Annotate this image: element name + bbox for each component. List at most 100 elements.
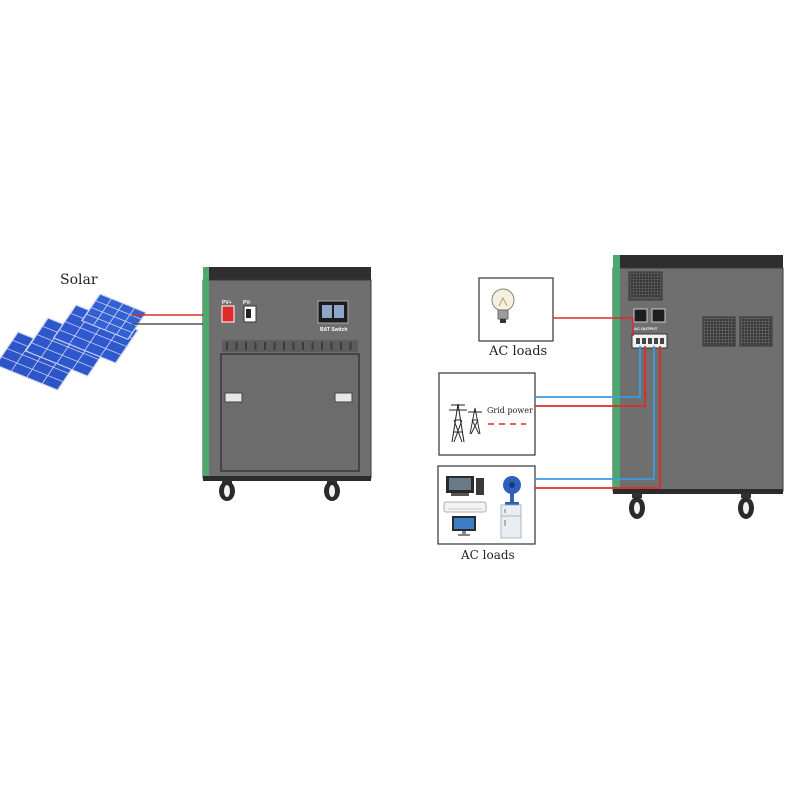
grille-hole	[640, 280, 642, 282]
side-fan	[702, 316, 736, 347]
grille-hole	[726, 325, 728, 327]
grille-hole	[643, 277, 645, 279]
grille-hole	[637, 289, 639, 291]
fan-icon	[503, 476, 521, 505]
grille-hole	[751, 322, 753, 324]
grille-hole	[757, 334, 759, 336]
grille-hole	[751, 319, 753, 321]
load-blue-wire	[535, 346, 655, 480]
grille-hole	[634, 292, 636, 294]
grille-hole	[766, 325, 768, 327]
grille-hole	[646, 286, 648, 288]
grille-hole	[708, 340, 710, 342]
grille-hole	[711, 328, 713, 330]
grille-hole	[711, 322, 713, 324]
grille-hole	[705, 322, 707, 324]
grille-hole	[757, 343, 759, 345]
grille-hole	[711, 319, 713, 321]
desktop-computer-icon	[446, 476, 484, 496]
grille-hole	[652, 295, 654, 297]
grille-hole	[754, 322, 756, 324]
vent-slot	[226, 342, 228, 350]
grille-hole	[705, 337, 707, 339]
grille-hole	[649, 292, 651, 294]
grille-hole	[646, 292, 648, 294]
grille-hole	[726, 334, 728, 336]
grille-hole	[732, 340, 734, 342]
grille-hole	[652, 283, 654, 285]
grille-hole	[754, 325, 756, 327]
grille-hole	[766, 334, 768, 336]
grille-hole	[717, 325, 719, 327]
grille-hole	[658, 277, 660, 279]
grille-hole	[742, 331, 744, 333]
grille-hole	[652, 280, 654, 282]
grille-hole	[742, 319, 744, 321]
grille-hole	[655, 292, 657, 294]
grille-hole	[705, 325, 707, 327]
grille-hole	[649, 283, 651, 285]
grille-hole	[631, 292, 633, 294]
grille-hole	[631, 274, 633, 276]
grille-hole	[655, 274, 657, 276]
grille-hole	[655, 286, 657, 288]
grille-hole	[634, 286, 636, 288]
side-fan	[739, 316, 773, 347]
grille-hole	[732, 322, 734, 324]
grille-hole	[643, 280, 645, 282]
grille-hole	[637, 277, 639, 279]
grille-hole	[708, 334, 710, 336]
grille-hole	[649, 295, 651, 297]
grid-red-wire	[535, 346, 646, 407]
grille-hole	[643, 286, 645, 288]
grille-hole	[745, 343, 747, 345]
grille-hole	[705, 331, 707, 333]
grille-hole	[766, 322, 768, 324]
grille-hole	[757, 331, 759, 333]
grille-hole	[754, 343, 756, 345]
grille-hole	[720, 340, 722, 342]
grille-hole	[766, 331, 768, 333]
ac-output-label: AC OUTPUT	[634, 326, 658, 331]
grille-hole	[742, 334, 744, 336]
grille-hole	[634, 295, 636, 297]
grille-hole	[708, 325, 710, 327]
grille-hole	[763, 328, 765, 330]
grille-hole	[742, 322, 744, 324]
grille-hole	[748, 322, 750, 324]
grille-hole	[723, 334, 725, 336]
pv-minus-label: PV-	[243, 300, 251, 306]
grille-hole	[754, 328, 756, 330]
grille-hole	[646, 274, 648, 276]
grille-hole	[714, 328, 716, 330]
door-handle	[334, 392, 353, 403]
grille-hole	[720, 319, 722, 321]
grille-hole	[763, 319, 765, 321]
bat-switch-label: BAT Switch	[320, 327, 347, 333]
grille-hole	[717, 334, 719, 336]
grille-hole	[748, 331, 750, 333]
grille-hole	[760, 325, 762, 327]
ac-loads-top-label: AC loads	[489, 344, 548, 359]
grille-hole	[726, 322, 728, 324]
grille-hole	[646, 283, 648, 285]
vent-slot	[245, 342, 247, 350]
grille-hole	[726, 331, 728, 333]
grille-hole	[714, 322, 716, 324]
grille-hole	[643, 283, 645, 285]
grille-hole	[705, 319, 707, 321]
grille-hole	[745, 331, 747, 333]
grille-hole	[769, 325, 771, 327]
grille-hole	[723, 325, 725, 327]
grille-hole	[763, 325, 765, 327]
grille-hole	[643, 292, 645, 294]
grille-hole	[649, 286, 651, 288]
grille-hole	[760, 334, 762, 336]
grille-hole	[751, 343, 753, 345]
grille-hole	[652, 289, 654, 291]
pv-plus-terminal	[221, 305, 235, 323]
grille-hole	[769, 343, 771, 345]
grille-hole	[643, 295, 645, 297]
ac-loads-bulb-box	[478, 277, 554, 342]
right-inverter-cabinet	[612, 255, 784, 519]
